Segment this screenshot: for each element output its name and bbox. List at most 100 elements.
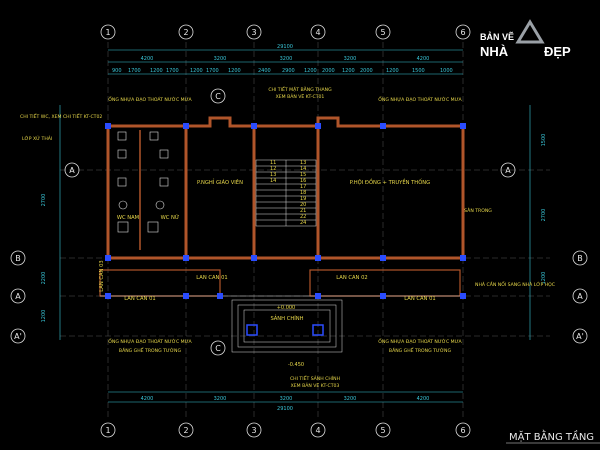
svg-text:18: 18 (300, 190, 306, 196)
grid-bubble-c-mid: C (210, 88, 226, 104)
house-icon (515, 19, 545, 44)
dim-top-sub-9: 2900 (282, 68, 295, 74)
grid-bubble-a2-left: A (10, 288, 26, 304)
stair-diagram (255, 159, 317, 227)
dim-top-sub-2: 1700 (128, 68, 141, 74)
dim-top-sub-6: 1700 (206, 68, 219, 74)
svg-text:A: A (69, 166, 75, 175)
label-lan-can-side: LAN CAN 03 (99, 260, 105, 291)
svg-text:13: 13 (300, 160, 306, 166)
dim-top-sub-15: 1500 (412, 68, 425, 74)
grid-bubble-3-top: 3 (246, 24, 262, 40)
dim-top-sub-8: 2400 (258, 68, 271, 74)
dim-top-total: 29100 (277, 44, 293, 50)
label-lan-can-right: LAN CAN 01 (404, 296, 435, 302)
svg-text:22: 22 (300, 214, 306, 220)
svg-text:4: 4 (315, 426, 320, 435)
note-bench-left: BĂNG GHẾ TRONG TƯỜNG (119, 346, 182, 354)
top-dimension-lines (59, 49, 531, 403)
note-bench-right: BĂNG GHẾ TRONG TƯỜNG (389, 346, 452, 354)
level-marks: +0.000 -0.450 (277, 305, 304, 368)
dim-top-bay-2: 3200 (214, 56, 227, 62)
svg-text:16: 16 (300, 178, 306, 184)
grid-bubble-a-left: A (64, 162, 80, 178)
grid-bubble-b-right: B (572, 250, 588, 266)
note-detail-stair-ref: XEM BẢN VẼ KT-CT01 (276, 92, 325, 100)
dim-top-sub-14: 1200 (386, 68, 399, 74)
dim-right-1: 1500 (541, 134, 547, 147)
room-label-wc-nu: WC NỮ (161, 214, 180, 221)
svg-text:3: 3 (251, 426, 256, 435)
balcony-walls (99, 269, 461, 297)
grid-bubble-6-bottom: 6 (455, 422, 471, 438)
label-lan-can-left: LAN CAN 01 (124, 296, 155, 302)
level-mark-2: -0.450 (288, 362, 304, 368)
dim-top-sub-5: 1200 (190, 68, 203, 74)
grid-bubble-aprime-left: A' (10, 328, 26, 344)
note-pipe-bl: ỐNG NHỰA ĐẠO THOÁT NƯỚC MƯA (108, 337, 192, 345)
label-lan-can-mid1: LAN CAN 01 (196, 275, 227, 281)
dim-top-sub-4: 1700 (166, 68, 179, 74)
grid-bubble-5-bottom: 5 (375, 422, 391, 438)
svg-text:C: C (215, 92, 221, 101)
note-detail-wc: CHI TIẾT WC, XEM CHI TIẾT KT-CT02 (20, 112, 102, 120)
dim-left-1: 2700 (41, 194, 47, 207)
svg-text:C: C (215, 344, 221, 353)
dim-bottom-bay-3: 3200 (280, 396, 293, 402)
svg-text:1: 1 (105, 28, 110, 37)
svg-text:2: 2 (183, 28, 188, 37)
dim-top-sub-1: 900 (112, 68, 122, 74)
grid-bubble-b-left: B (10, 250, 26, 266)
site-logo: BẢN VẼ NHÀ ĐẸP (480, 19, 571, 59)
note-san-trong: SÂN TRONG (464, 207, 492, 214)
room-label-office: P.NGHỈ GIÁO VIÊN (197, 178, 243, 186)
svg-text:B: B (577, 254, 583, 263)
svg-text:A: A (505, 166, 511, 175)
svg-text:21: 21 (300, 208, 306, 214)
dim-top-bay-6: 4200 (417, 56, 430, 62)
grid-bubbles-top: 1 2 3 4 5 6 (100, 24, 471, 40)
dim-top-sub-10: 1200 (304, 68, 317, 74)
dim-top-sub-7: 1200 (228, 68, 241, 74)
dim-top-sub-3: 1200 (150, 68, 163, 74)
grid-bubbles-bottom: 1 2 3 4 5 6 (100, 422, 471, 438)
svg-text:5: 5 (380, 28, 385, 37)
svg-text:3: 3 (251, 28, 256, 37)
dim-bottom-bay-1: 4200 (141, 396, 154, 402)
dim-right-3: 1200 (541, 272, 547, 285)
grid-bubble-1-bottom: 1 (100, 422, 116, 438)
svg-text:4: 4 (315, 28, 320, 37)
note-lop-xy: LỚP XỬ THẢI (22, 134, 52, 142)
note-pipe-tl: ỐNG NHỰA ĐẠO THOÁT NƯỚC MƯA (108, 95, 192, 103)
room-label-wc-nam: WC NAM (117, 215, 139, 221)
note-detail-stair: CHI TIẾT MẶT BẰNG THANG (268, 85, 332, 93)
structural-columns (105, 123, 466, 336)
note-pipe-br: ỐNG NHỰA ĐẠO THOÁT NƯỚC MƯA (378, 337, 462, 345)
room-label-sanh: SẢNH CHÍNH (270, 314, 303, 322)
label-lan-can-mid2: LAN CAN 02 (336, 275, 367, 281)
top-dimension-texts: 29100 4200 3200 3200 3200 4200 900 1700 … (112, 44, 453, 74)
dim-top-sub-16: 1000 (440, 68, 453, 74)
grid-bubble-3-bottom: 3 (246, 422, 262, 438)
drawing-notes: CHI TIẾT MẶT BẰNG THANG XEM BẢN VẼ KT-CT… (20, 85, 555, 389)
svg-text:13: 13 (270, 172, 276, 178)
svg-text:A': A' (576, 332, 584, 341)
dim-top-sub-12: 1200 (342, 68, 355, 74)
svg-text:14: 14 (270, 178, 276, 184)
grid-bubble-1-top: 1 (100, 24, 116, 40)
svg-text:5: 5 (380, 426, 385, 435)
level-mark-1: +0.000 (277, 305, 296, 311)
grid-bubbles-left: A B A A' C C (10, 88, 226, 356)
building-walls (106, 116, 465, 260)
grid-bubble-4-top: 4 (310, 24, 326, 40)
side-dimension-texts: 2700 2200 1200 1500 2700 1200 (41, 134, 547, 323)
dim-bottom-bay-2: 3200 (214, 396, 227, 402)
svg-text:A: A (577, 292, 583, 301)
grid-bubble-a2-right: A (572, 288, 588, 304)
bottom-dimension-texts: 4200 3200 3200 3200 4200 29100 (141, 396, 430, 412)
stair-numbers: 11 12 13 14 13 14 15 16 17 18 19 20 21 2… (270, 160, 306, 226)
svg-text:14: 14 (300, 166, 306, 172)
dim-top-sub-13: 2000 (360, 68, 373, 74)
dim-left-2: 2200 (41, 272, 47, 285)
